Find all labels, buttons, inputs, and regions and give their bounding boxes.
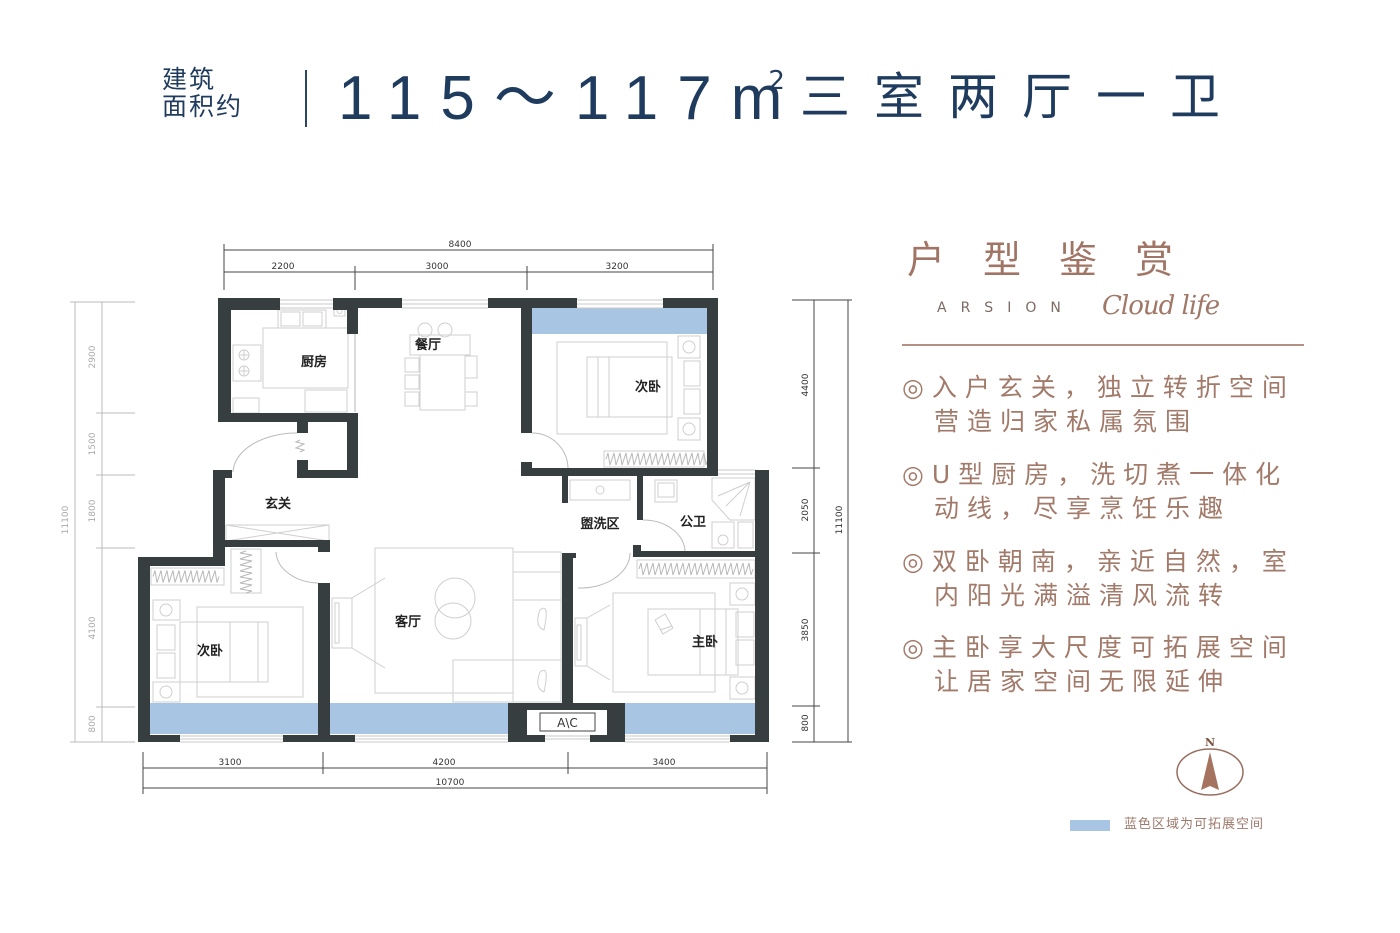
- dimension-lines: [142, 244, 768, 794]
- room-labels: 厨房 餐厅 次卧 玄关 盥洗区 公卫 客厅 次卧 主卧: [197, 337, 718, 659]
- dim-right-4: 800: [801, 714, 811, 731]
- windows: [180, 299, 756, 743]
- dim-right-2: 2050: [801, 498, 811, 521]
- area-unit-superscript: 2: [768, 66, 785, 96]
- feature-line1: U型厨房，洗切煮一体化: [931, 460, 1289, 489]
- feature-line1: 双卧朝南，亲近自然，室: [931, 547, 1295, 576]
- dim-left-3: 1800: [88, 499, 98, 522]
- feature-item: ◎入户玄关，独立转折空间 营造归家私属氛围: [902, 371, 1295, 439]
- north-arrow-icon: N: [1176, 736, 1244, 796]
- bullet-icon: ◎: [902, 547, 932, 576]
- dim-left-2: 1500: [88, 432, 98, 455]
- legend-text: 蓝色区域为可拓展空间: [1124, 817, 1265, 832]
- dim-left-4: 4100: [88, 616, 98, 639]
- bullet-icon: ◎: [902, 373, 932, 402]
- panel-divider: [902, 344, 1304, 346]
- bullet-icon: ◎: [902, 460, 932, 489]
- dim-left-1: 2900: [88, 345, 98, 368]
- room-label-living: 客厅: [395, 614, 421, 630]
- furniture: [150, 305, 756, 703]
- feature-item: ◎主卧享大尺度可拓展空间 让居家空间无限延伸: [902, 631, 1295, 699]
- room-label-bedroom-sw: 次卧: [197, 643, 223, 659]
- ac-label: A\C: [557, 716, 578, 730]
- room-label-washroom: 盥洗区: [580, 516, 619, 532]
- room-label-dining: 餐厅: [414, 337, 441, 353]
- brand-script: Cloud life: [1102, 291, 1220, 321]
- compass-north-label: N: [1205, 736, 1215, 749]
- dim-right-3: 3850: [801, 618, 811, 641]
- dim-left-total: 11100: [61, 505, 71, 534]
- dim-bottom-3: 3400: [653, 758, 676, 768]
- feature-item: ◎双卧朝南，亲近自然，室 内阳光满溢清风流转: [902, 545, 1295, 613]
- feature-item: ◎U型厨房，洗切煮一体化 动线，尽享烹饪乐趣: [902, 458, 1288, 526]
- dim-right-total: 11100: [835, 505, 845, 534]
- dim-top-3: 3200: [606, 262, 629, 272]
- feature-line1: 主卧享大尺度可拓展空间: [931, 633, 1295, 662]
- area-range: 115～117: [338, 64, 731, 133]
- dim-bottom-2: 4200: [433, 758, 456, 768]
- dim-left-5: 800: [88, 715, 98, 732]
- area-label-line1: 建筑: [162, 65, 217, 94]
- feature-line1: 入户玄关，独立转折空间: [931, 373, 1295, 402]
- header-divider: [305, 70, 307, 127]
- dim-top-2: 3000: [426, 262, 449, 272]
- walls: [138, 298, 769, 742]
- layout-type: 三室两厅一卫: [800, 68, 1244, 126]
- dim-top-total: 8400: [449, 240, 472, 250]
- bullet-icon: ◎: [902, 633, 932, 662]
- area-label-line2: 面积约: [162, 92, 244, 121]
- room-label-foyer: 玄关: [265, 496, 291, 512]
- ac-unit: A\C: [539, 712, 596, 732]
- dim-bottom-1: 3100: [219, 758, 242, 768]
- feature-line2: 动线，尽享烹饪乐趣: [934, 494, 1232, 523]
- dim-right-1: 4400: [801, 373, 811, 396]
- room-label-bedroom-ne: 次卧: [635, 379, 661, 395]
- room-label-kitchen: 厨房: [301, 354, 327, 370]
- room-label-master: 主卧: [692, 634, 718, 650]
- feature-line2: 内阳光满溢清风流转: [934, 581, 1232, 610]
- area-value: 115～117m2: [338, 66, 799, 130]
- legend-swatch-blue: [1070, 820, 1110, 831]
- dimension-lines-left: [70, 301, 135, 743]
- feature-line2: 让居家空间无限延伸: [934, 667, 1232, 696]
- expandable-areas: [150, 308, 756, 734]
- brand-name: ARSION: [937, 300, 1075, 316]
- dim-top-1: 2200: [272, 262, 295, 272]
- room-label-bathroom: 公卫: [680, 515, 706, 530]
- dim-bottom-total: 10700: [436, 778, 465, 788]
- feature-line2: 营造归家私属氛围: [934, 407, 1199, 436]
- dimension-lines-right: [792, 299, 852, 743]
- dimension-labels: 8400 2200 3000 3200 3100 4200 3400 10700…: [61, 240, 845, 788]
- area-unit: m: [730, 64, 783, 133]
- panel-title: 户型鉴赏: [907, 238, 1212, 282]
